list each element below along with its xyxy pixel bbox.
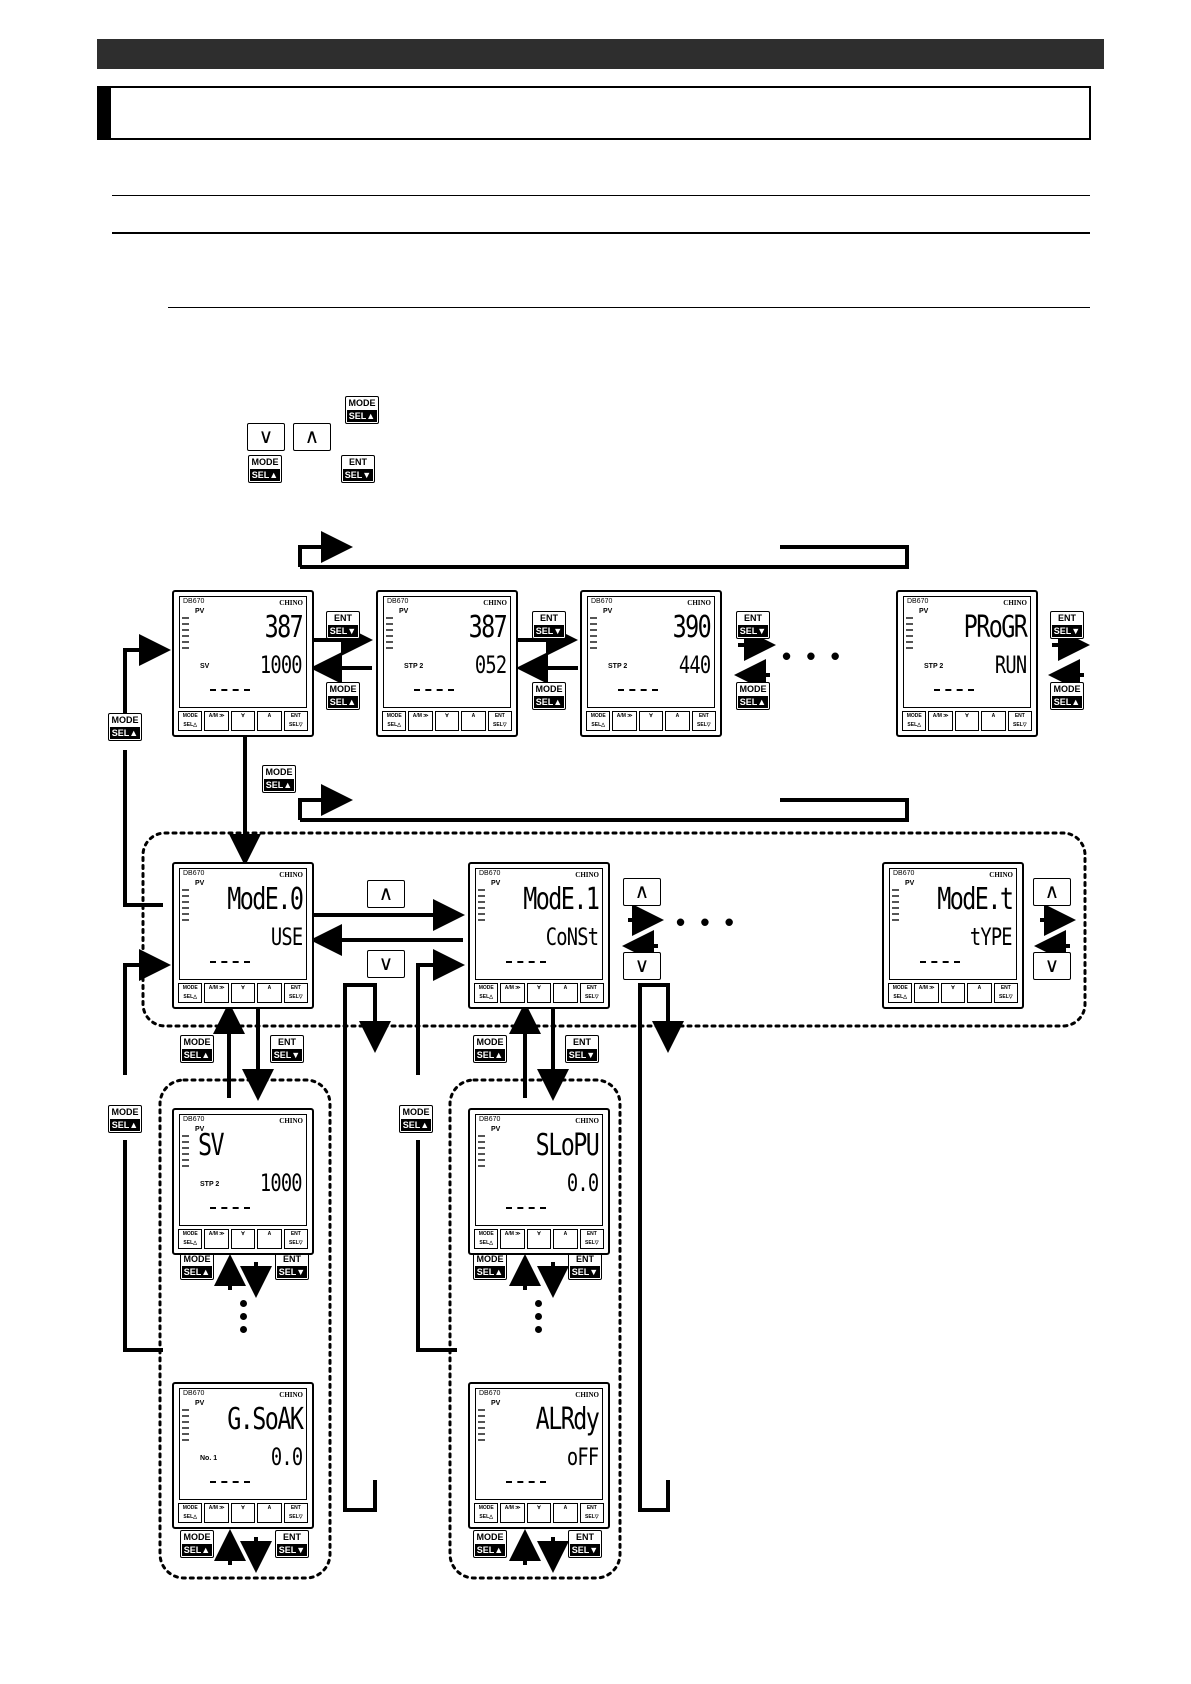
- vertical-ellipsis-right: [535, 1300, 543, 1339]
- up-key-mode-2: ∧: [623, 878, 661, 906]
- up-key-mode-3: ∧: [1033, 878, 1071, 906]
- down-key-mode-2: ∨: [623, 952, 661, 980]
- rule-1: [112, 195, 1090, 196]
- legend-up-key: ∧: [293, 423, 331, 451]
- rule-3: [168, 307, 1090, 308]
- up-key-mode: ∧: [367, 880, 405, 908]
- top-loop-start: [298, 531, 353, 567]
- header-bar: [97, 39, 1104, 69]
- ellipsis-mode: • • •: [676, 907, 738, 937]
- title-accent-bar: [99, 88, 111, 138]
- rule-2: [112, 232, 1090, 234]
- vertical-ellipsis-left: [240, 1300, 248, 1339]
- ellipsis-top: • • •: [782, 641, 844, 671]
- down-key-mode-3: ∨: [1033, 952, 1071, 980]
- section-title-box: [97, 86, 1091, 140]
- down-key-mode: ∨: [367, 950, 405, 978]
- legend-down-key: ∨: [247, 423, 285, 451]
